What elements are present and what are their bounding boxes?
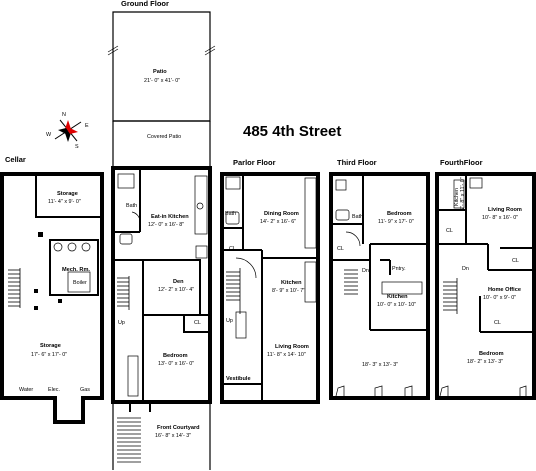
eat-in-kitchen-name: Eat-in Kitchen [151,214,189,220]
patio-name: Patio [153,69,167,75]
ground-floor-plan: Patio 21'- 0" x 41'- 0" Covered Patio Ba… [107,11,216,470]
third-floor-plan: Bath Bedroom 11'- 9" x 17'- 0" CL Dn Pnt… [329,172,430,400]
ground-bath-label: Bath [126,203,137,209]
parlor-bath-label: Bath [225,211,236,217]
cellar-storage-main-name: Storage [40,343,61,349]
parlor-up-label: Up [226,318,233,324]
cellar-boiler-label: Boiler [73,280,87,286]
fourth-kitchen-dims: 7'- 8" x 11'- 0" [460,177,466,210]
third-pantry-label: Pntry. [392,266,406,272]
parlor-floor-title: Parlor Floor [233,158,276,167]
fourth-cl-label: CL [446,228,453,234]
ground-bedroom-dims: 13'- 0" x 16'- 0" [158,361,194,367]
dining-room-dims: 14'- 2" x 16'- 6" [260,219,296,225]
covered-patio-label: Covered Patio [147,134,181,140]
third-kitchen-dims: 10'- 0" x 10'- 10" [377,302,416,308]
cellar-mech-label: Mech. Rm. [62,267,90,273]
cellar-storage-top-dims: 11'- 4" x 9'- 0" [48,199,81,205]
dining-room-name: Dining Room [264,211,299,217]
compass-rose-icon: N E S W [46,112,89,150]
address-title: 485 4th Street [243,123,341,140]
parlor-floor-plan: Bath Dining Room 14'- 2" x 16'- 6" CL Ki… [220,172,320,404]
cellar-elec-label: Elec. [48,387,60,393]
compass-e: E [85,123,89,129]
cellar-plan: Storage 11'- 4" x 9'- 0" Mech. Rm. Boile… [0,172,104,424]
fourth-floor-title: FourthFloor [440,158,483,167]
fourth-floor-plan: Kitchen 7'- 8" x 11'- 0" Living Room 10'… [435,172,536,400]
eat-in-kitchen-dims: 12'- 0" x 16'- 8" [148,222,184,228]
ground-cl-label: CL [194,320,201,326]
fourth-kitchen-name: Kitchen [454,188,460,206]
parlor-living-dims: 11'- 8" x 14'- 10" [267,352,306,358]
fourth-living-name: Living Room [488,207,522,213]
cellar-gas-label: Gas [80,387,90,393]
parlor-kitchen-dims: 8'- 9" x 10'- 7" [272,288,305,294]
cellar-storage-top-name: Storage [57,191,78,197]
front-courtyard-name: Front Courtyard [157,425,200,431]
fourth-bedroom-name: Bedroom [479,351,504,357]
parlor-living-name: Living Room [275,344,309,350]
vestibule-label: Vestibule [226,376,251,382]
third-bedroom-top-dims: 11'- 9" x 17'- 0" [378,219,414,225]
ground-up-label: Up [118,320,125,326]
parlor-cl-label: CL [229,246,236,252]
third-room-dims: 18'- 3" x 13'- 3" [362,362,398,368]
third-dn-label: Dn [362,268,369,274]
home-office-name: Home Office [488,287,521,293]
den-dims: 12'- 2" x 10'- 4" [158,287,194,293]
patio-dims: 21'- 0" x 41'- 0" [144,78,180,84]
compass-n: N [62,112,66,118]
cellar-storage-main-dims: 17'- 6" x 17'- 0" [31,352,67,358]
parlor-kitchen-name: Kitchen [281,280,302,286]
home-office-dims: 10'- 0" x 9'- 0" [483,295,516,301]
fourth-living-dims: 10'- 8" x 16'- 0" [482,215,518,221]
fourth-cl3-label: CL [494,320,501,326]
third-floor-title: Third Floor [337,158,377,167]
den-name: Den [173,279,184,285]
fourth-cl2-label: CL [512,258,519,264]
front-courtyard-dims: 16'- 8" x 14'- 3" [155,433,191,439]
third-kitchen-name: Kitchen [387,294,408,300]
ground-bedroom-name: Bedroom [163,353,188,359]
third-bath-label: Bath [352,214,363,220]
fourth-dn-label: Dn [462,266,469,272]
fourth-bedroom-dims: 18'- 2" x 13'- 3" [467,359,503,365]
ground-floor-title: Ground Floor [121,0,169,8]
compass-w: W [46,132,52,138]
cellar-title: Cellar [5,155,26,164]
compass-s: S [75,144,79,150]
third-cl-label: CL [337,246,344,252]
third-bedroom-top-name: Bedroom [387,211,412,217]
cellar-water-label: Water [19,387,33,393]
